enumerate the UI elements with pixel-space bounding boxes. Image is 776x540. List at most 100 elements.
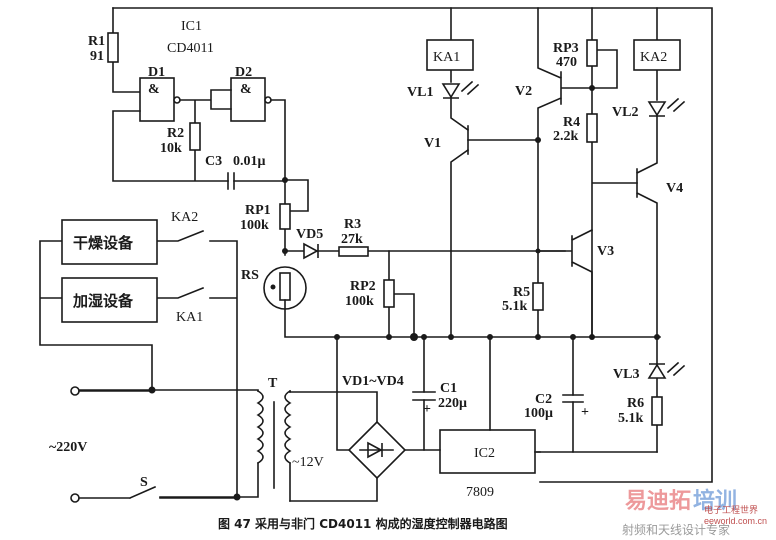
rp2-potentiometer: [383, 279, 395, 308]
transformer-primary: [256, 389, 264, 465]
rs-wire: [284, 299, 661, 338]
c2-name: C2: [535, 392, 552, 407]
ic2-wire: [404, 336, 541, 453]
gate-d2: [230, 77, 266, 122]
gate-d1-symbol: &: [148, 82, 160, 97]
rp1-value: 100k: [240, 218, 269, 233]
rp3-value: 470: [556, 55, 577, 70]
r2-name: R2: [167, 126, 184, 141]
switch-name: S: [140, 475, 148, 490]
r2-value: 10k: [160, 141, 182, 156]
dryer-load-box: [61, 219, 158, 265]
rp3-potentiometer: [586, 39, 598, 67]
ic2-name: IC2: [474, 446, 495, 461]
c1-plus: +: [423, 402, 431, 417]
vl3-light-arrows: [666, 361, 686, 377]
mains-wire: [78, 390, 238, 500]
loads-wire: [39, 229, 238, 498]
ic2-part: 7809: [466, 485, 494, 500]
r6-name: R6: [627, 396, 644, 411]
ka2-contact-label: KA2: [171, 210, 198, 225]
vl1-light-arrows: [460, 80, 480, 96]
transformer-secondary-label: ~12V: [292, 455, 324, 470]
v1-name: V1: [424, 136, 441, 151]
c1-capacitor: [412, 391, 436, 401]
r3-value: 27k: [341, 232, 363, 247]
c2-value: 100μ: [524, 406, 553, 421]
rs-element: [279, 272, 291, 301]
vl2-name: VL2: [612, 105, 638, 120]
v2-name: V2: [515, 84, 532, 99]
r2-resistor: [189, 122, 201, 151]
vl3-name: VL3: [613, 367, 639, 382]
gate-d2-bubble: [264, 96, 272, 104]
junction: [535, 248, 541, 254]
junction: [410, 333, 418, 341]
r5-name: R5: [513, 285, 530, 300]
rp2-wire: [388, 250, 415, 338]
r1-value: 91: [90, 49, 104, 64]
v3-name: V3: [597, 244, 614, 259]
ka1-contact-label: KA1: [176, 310, 203, 325]
vl1-name: VL1: [407, 85, 433, 100]
ic1-part: CD4011: [167, 41, 214, 56]
r5-resistor: [532, 282, 544, 311]
rp2-value: 100k: [345, 294, 374, 309]
rp3-name: RP3: [553, 41, 579, 56]
r4-name: R4: [563, 115, 580, 130]
figure-caption: 图 47 采用与非门 CD4011 构成的湿度控制器电路图: [218, 516, 508, 531]
mains-terminal-bottom: [70, 493, 80, 503]
gate-d1-bubble: [173, 96, 181, 104]
bridge-name: VD1~VD4: [342, 374, 404, 389]
c2-capacitor: [562, 394, 584, 403]
vl2-light-arrows: [666, 97, 686, 113]
mains-label: ~220V: [49, 440, 87, 455]
r3-name: R3: [344, 217, 361, 232]
c3-name: C3: [205, 154, 222, 169]
bridge-wire: [289, 336, 394, 502]
rp1-potentiometer: [279, 203, 291, 230]
humidifier-load-label: 加湿设备: [72, 292, 134, 310]
c2-plus: +: [581, 405, 589, 420]
c1-value: 220μ: [438, 396, 467, 411]
watermark-badge: 电子工程世界: [704, 504, 758, 515]
c1-name: C1: [440, 381, 457, 396]
transformer-wire: [79, 389, 291, 502]
r6-value: 5.1k: [618, 411, 644, 426]
vd5-name: VD5: [296, 227, 323, 242]
watermark: 易迪拓 培训 电子工程世界 eeworld.com.cn 射频和天线设计专家: [622, 488, 767, 537]
r1-resistor: [107, 32, 119, 63]
v4-name: V4: [666, 181, 683, 196]
top-rail-wire: [112, 7, 713, 483]
vd5-diode: [303, 242, 319, 260]
vl2-led: [647, 101, 667, 117]
transformer-name: T: [268, 376, 278, 391]
gate-wires: [112, 89, 286, 182]
ka1-relay-coil: [426, 39, 474, 71]
vl1-led: [441, 83, 461, 99]
gate-d1: [139, 77, 175, 122]
gate-d2-symbol: &: [240, 82, 252, 97]
rs-dot: [270, 284, 276, 290]
gate-d1-name: D1: [148, 65, 165, 80]
ka1-coil-label: KA1: [433, 50, 460, 65]
watermark-text-red: 易迪拓: [625, 489, 691, 514]
c3-value: 0.01μ: [233, 154, 266, 169]
junction: [386, 334, 392, 340]
ka2-relay-coil: [633, 39, 681, 71]
vl3-led: [647, 363, 667, 379]
ka1-branch-wire: [450, 7, 539, 338]
ic1-name: IC1: [181, 19, 202, 34]
transformer-secondary: [284, 389, 292, 465]
r3-resistor: [338, 246, 369, 257]
rp1-name: RP1: [245, 203, 271, 218]
dryer-load-label: 干燥设备: [73, 234, 134, 252]
humidifier-load-box: [61, 277, 158, 323]
rp2-name: RP2: [350, 279, 376, 294]
rp3-r4-wire: [591, 7, 638, 338]
ic2-regulator: [439, 429, 536, 474]
gate-d2-name: D2: [235, 65, 252, 80]
r6-resistor: [651, 396, 663, 426]
c3-capacitor: [227, 172, 235, 190]
v2-transistor-wire: [537, 7, 593, 338]
